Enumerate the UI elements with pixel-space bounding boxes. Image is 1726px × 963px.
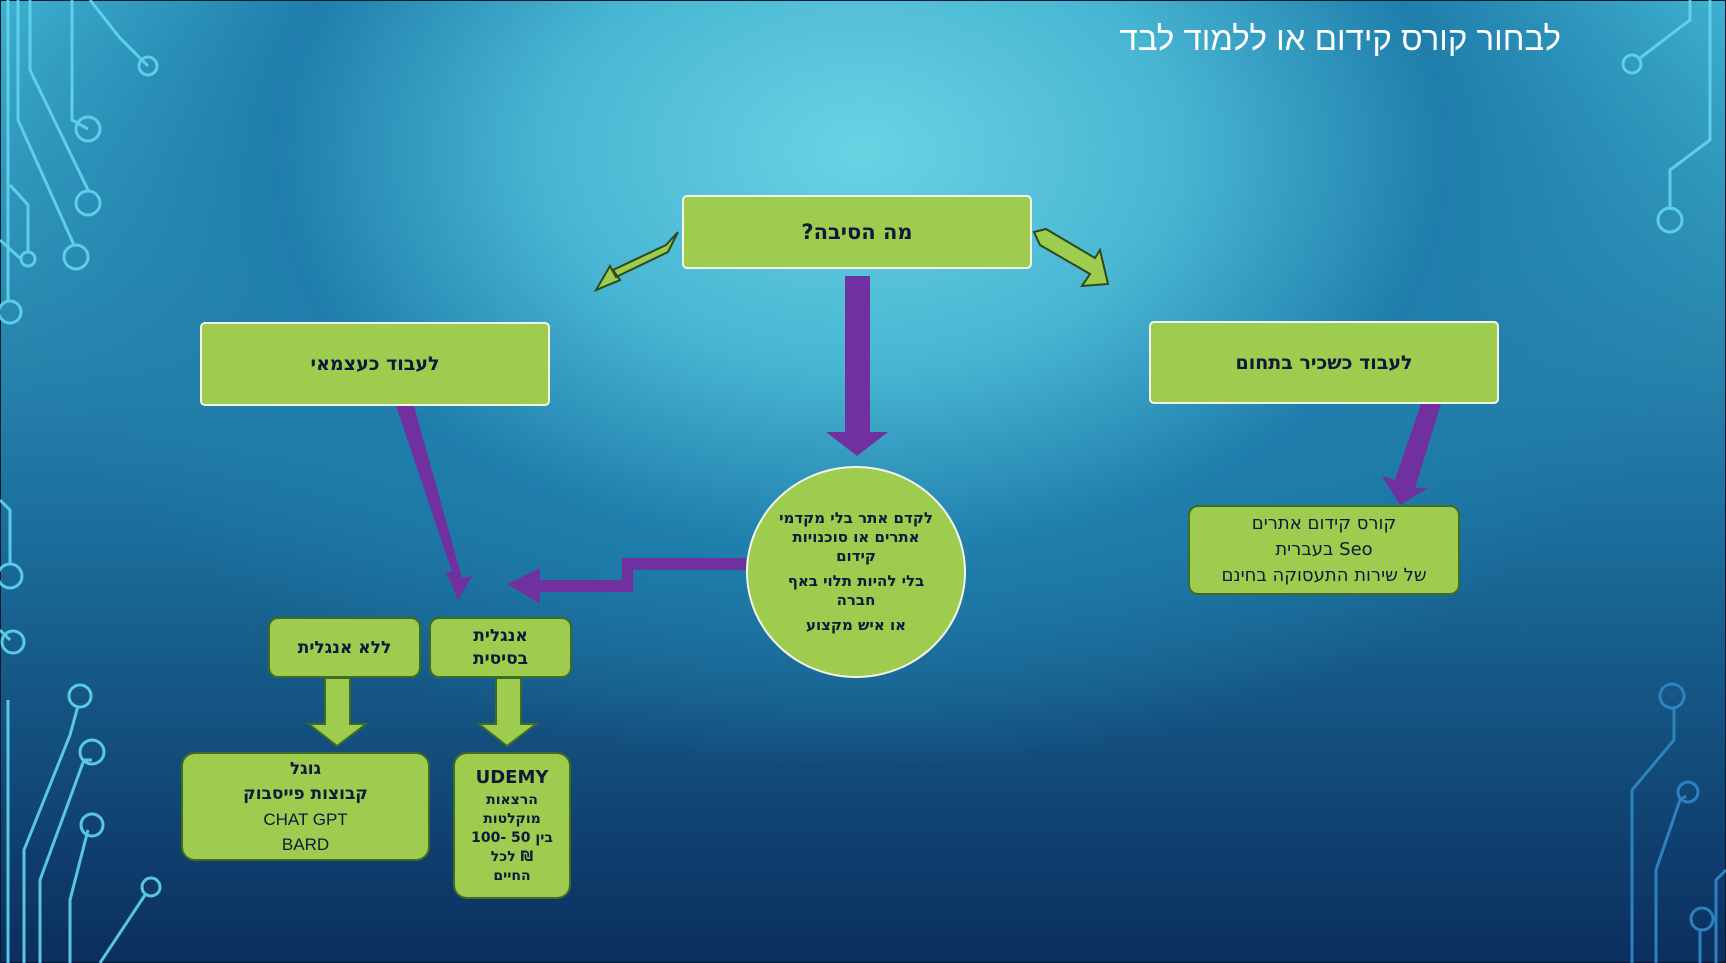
basic-english-line-2: בסיסית: [472, 648, 529, 669]
udemy-line-5: ₪ לכל: [490, 849, 534, 865]
udemy-line-6: החיים: [493, 868, 531, 884]
free-sources-line-3: CHAT GPT: [263, 809, 348, 829]
udemy-line-4: בין 50 -100: [471, 830, 553, 846]
udemy-line-2: הרצאות: [486, 792, 538, 808]
arrow-reason-to-english: [507, 558, 746, 604]
course-box: קורס קידום אתרים Seo בעברית של שירות התע…: [1188, 505, 1460, 595]
no-english-label: ללא אנגלית: [297, 637, 392, 658]
no-english-box: ללא אנגלית: [268, 617, 421, 678]
arrow-question-to-self: [593, 231, 679, 293]
reason-line-1: לקדם אתר בלי מקדמי אתרים או סוכנויות קיד…: [779, 509, 933, 565]
free-sources-line-1: גוגל: [289, 758, 322, 779]
course-line-3: של שירות התעסוקה בחינם: [1221, 565, 1427, 586]
arrow-noenglish-to-sources: [306, 677, 369, 748]
question-label: מה הסיבה?: [801, 220, 913, 244]
reason-line-3: או איש מקצוע: [805, 616, 907, 634]
udemy-box: UDEMY הרצאות מוקלטות בין 50 -100 ₪ לכל ה…: [453, 752, 571, 899]
reason-line-2: בלי להיות תלוי באף חברה: [787, 572, 925, 609]
arrow-self-to-english: [396, 406, 472, 600]
slide-title: לבחור קורס קידום או ללמוד לבד: [1119, 20, 1561, 57]
self-employed-label: לעבוד כעצמאי: [310, 353, 440, 375]
udemy-line-1: UDEMY: [475, 767, 549, 788]
arrow-question-to-employee: [1032, 227, 1110, 288]
arrow-employee-to-course: [1382, 404, 1441, 505]
course-line-1: קורס קידום אתרים: [1251, 513, 1397, 534]
arrow-basic-to-udemy: [476, 677, 539, 748]
free-sources-box: גוגל קבוצות פייסבוק CHAT GPT BARD: [181, 752, 430, 861]
free-sources-line-2: קבוצות פייסבוק: [243, 783, 368, 804]
employee-label: לעבוד כשכיר בתחום: [1235, 351, 1413, 374]
basic-english-line-1: אנגלית: [473, 625, 528, 646]
question-box: מה הסיבה?: [682, 195, 1032, 269]
course-line-2: Seo בעברית: [1275, 539, 1373, 560]
basic-english-box: אנגלית בסיסית: [429, 617, 572, 678]
reason-circle: לקדם אתר בלי מקדמי אתרים או סוכנויות קיד…: [746, 466, 966, 678]
arrow-question-to-reason: [826, 276, 888, 456]
self-employed-box: לעבוד כעצמאי: [200, 322, 550, 406]
free-sources-line-4: BARD: [281, 834, 330, 854]
employee-box: לעבוד כשכיר בתחום: [1149, 321, 1499, 404]
udemy-line-3: מוקלטות: [483, 811, 541, 827]
